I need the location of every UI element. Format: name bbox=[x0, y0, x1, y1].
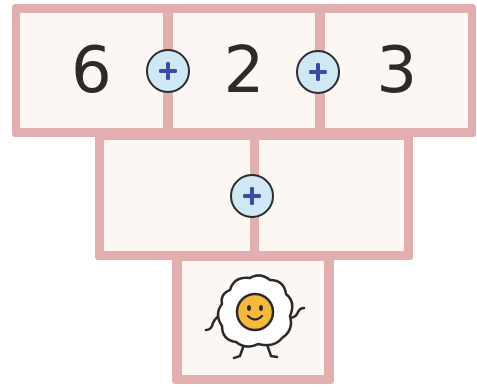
plus-icon bbox=[156, 59, 180, 83]
top-cell-3[interactable]: 3 bbox=[325, 13, 468, 128]
top-cell-1-number: 6 bbox=[71, 39, 112, 103]
top-cell-3-number: 3 bbox=[376, 39, 417, 103]
plus-icon bbox=[240, 184, 264, 208]
middle-cell-1[interactable] bbox=[104, 140, 250, 251]
plus-circle-icon bbox=[296, 50, 340, 94]
top-cell-2-number: 2 bbox=[224, 39, 265, 103]
top-cell-1[interactable]: 6 bbox=[20, 13, 163, 128]
pyramid-row-top: 6 2 3 bbox=[12, 4, 476, 137]
middle-cell-2[interactable] bbox=[259, 140, 405, 251]
top-cell-2[interactable]: 2 bbox=[173, 13, 316, 128]
fried-egg-character-icon bbox=[200, 268, 310, 368]
plus-icon bbox=[306, 60, 330, 84]
plus-circle-icon bbox=[146, 49, 190, 93]
plus-circle-icon bbox=[230, 174, 274, 218]
